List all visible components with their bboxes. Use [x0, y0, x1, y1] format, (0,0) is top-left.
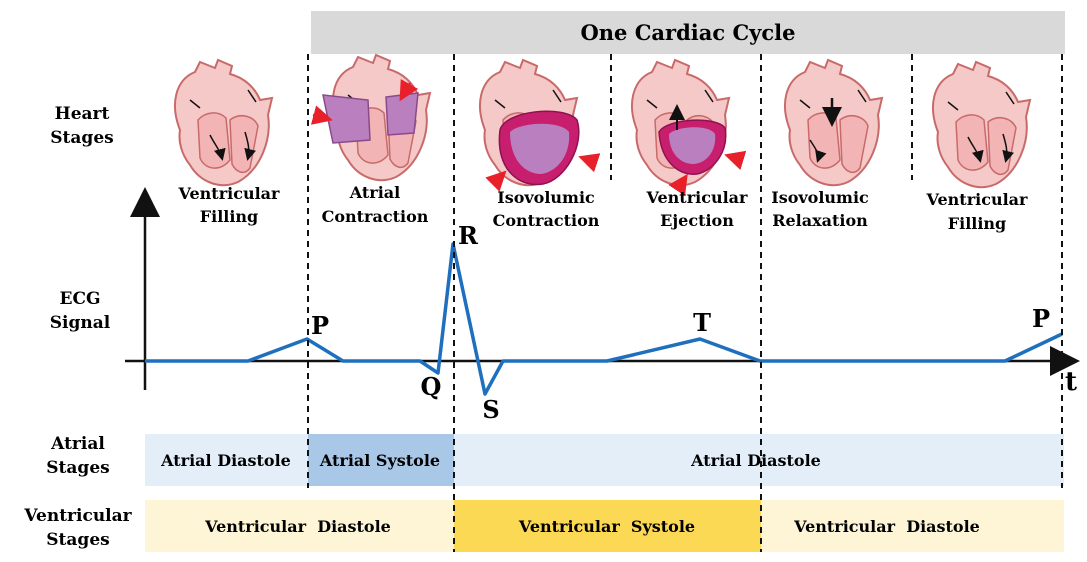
ecg-wave-s: S: [482, 395, 499, 424]
ventricular-systole-label: Ventricular Systole: [518, 517, 695, 536]
ecg-trace: [145, 242, 1063, 396]
atrial-diastole-band-1: [145, 434, 308, 486]
ventricular-diastole-label-2: Ventricular Diastole: [793, 517, 980, 536]
atrial-stages-label-line1: Atrial: [50, 434, 105, 454]
stage-label-ventricular-filling-2b: Filling: [948, 214, 1007, 233]
ecg-wave-r: R: [458, 221, 479, 250]
ecg-signal-label-line1: ECG: [59, 289, 100, 309]
stage-label-atrial-contraction: Atrial: [349, 183, 400, 202]
stage-label-ventricular-ejection: Ventricular: [646, 188, 748, 207]
heart-icon-atrial-contraction: [310, 54, 431, 182]
atrial-diastole-band-2: [454, 434, 1064, 486]
ecg-wave-q: Q: [421, 372, 442, 401]
heart-icon-isovolumic-relaxation: [784, 59, 883, 187]
stage-label-isovolumic-contraction: Isovolumic: [497, 188, 595, 207]
stage-label-isovolumic-contraction-b: Contraction: [493, 211, 600, 230]
ecg-wave-p-2: P: [1032, 304, 1050, 333]
atrial-diastole-label-1: Atrial Diastole: [160, 451, 291, 470]
atrial-systole-label: Atrial Systole: [319, 451, 440, 470]
stage-label-ventricular-ejection-b: Ejection: [660, 211, 734, 230]
ecg-signal-label-line2: Signal: [50, 313, 111, 333]
ventricular-diastole-band-1: [145, 500, 454, 552]
ecg-wave-p: P: [311, 311, 329, 340]
ecg-axis-label-t: t: [1065, 367, 1077, 397]
atrial-diastole-label-2: Atrial Diastole: [690, 451, 821, 470]
ventricular-systole-band: [454, 500, 761, 552]
cycle-title-band: [311, 11, 1065, 54]
cycle-title: One Cardiac Cycle: [580, 20, 795, 45]
atrial-systole-band: [308, 434, 454, 486]
heart-icon-isovolumic-contraction: [479, 59, 601, 192]
ventricular-diastole-band-2: [761, 500, 1064, 552]
ventricular-stages-label-line1: Ventricular: [23, 506, 132, 526]
heart-icon-ventricular-filling-2: [932, 61, 1031, 189]
stage-label-atrial-contraction-b: Contraction: [322, 207, 429, 226]
ecg-wave-t: T: [693, 308, 711, 337]
stage-label-isovolumic-relaxation: Isovolumic: [771, 188, 869, 207]
ventricular-stages-label-line2: Stages: [46, 530, 109, 550]
stage-label-ventricular-filling-2: Ventricular: [926, 190, 1028, 209]
heart-icon-ventricular-filling: [174, 59, 273, 187]
heart-icon-ventricular-ejection: [631, 59, 747, 197]
ventricular-diastole-label-1: Ventricular Diastole: [204, 517, 391, 536]
heart-stages-label-line1: Heart: [55, 104, 110, 124]
stage-dividers: [307, 54, 1063, 552]
stage-label-isovolumic-relaxation-b: Relaxation: [772, 211, 868, 230]
heart-stages-label-line2: Stages: [50, 128, 113, 148]
stage-label-ventricular-filling-1b: Filling: [200, 207, 259, 226]
atrial-stages-label-line2: Stages: [46, 458, 109, 478]
stage-label-ventricular-filling-1: Ventricular: [178, 184, 280, 203]
